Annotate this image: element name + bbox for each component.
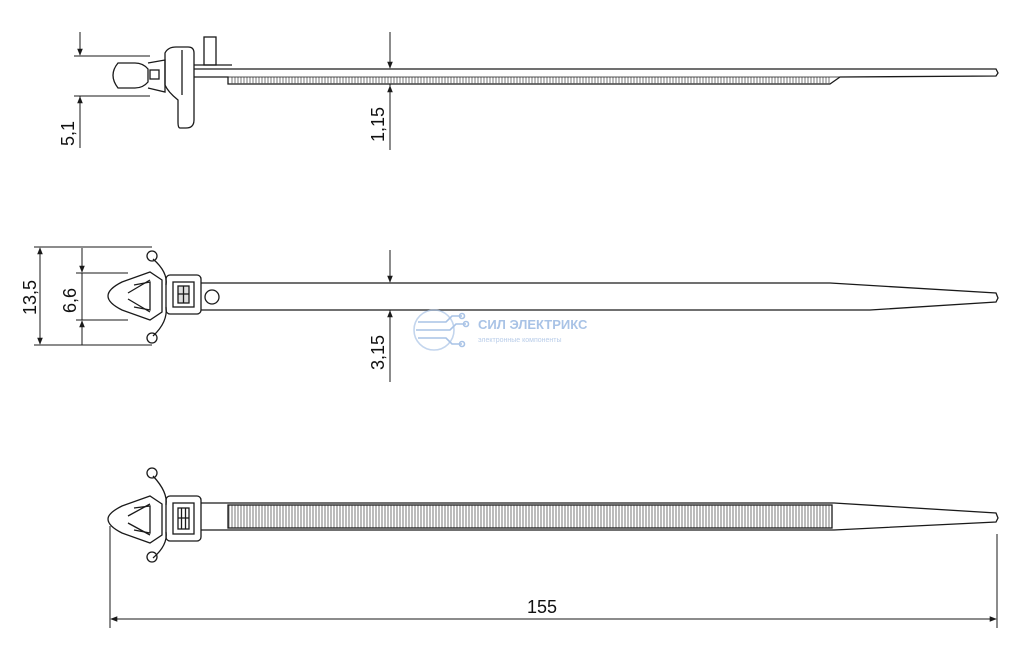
top-strap: [201, 282, 999, 311]
length-dimension: [109, 526, 998, 628]
top-strap-hole: [204, 289, 220, 305]
dim-side-strap-thickness: 1,15: [368, 107, 388, 142]
side-pin-window: [149, 69, 160, 80]
bottom-wing-knob-upper: [146, 467, 158, 479]
dim-top-head-width: 6,6: [60, 288, 80, 313]
watermark: СИЛ ЭЛЕКТРИКС электронные компоненты: [413, 309, 588, 351]
side-view-dimensions: [74, 32, 393, 150]
dim-top-strap-width: 3,15: [368, 335, 388, 370]
bottom-mount-pin: [107, 495, 163, 544]
bottom-strap-serration: [227, 504, 833, 529]
top-mount-pin: [107, 271, 163, 321]
side-strap-serration: [230, 77, 830, 84]
top-wing-lower: [152, 306, 167, 337]
top-view-dimensions: [34, 246, 393, 382]
watermark-brand: СИЛ ЭЛЕКТРИКС: [478, 317, 588, 332]
bottom-wing-knob-lower: [146, 551, 158, 563]
dim-top-overall-width: 13,5: [20, 280, 40, 315]
watermark-tagline: электронные компоненты: [478, 337, 562, 344]
watermark-logo-icon: [413, 309, 470, 351]
dim-side-head-height: 5,1: [58, 121, 78, 146]
top-wing-knob-upper: [146, 250, 158, 262]
side-latch-tab: [203, 36, 217, 66]
side-view: [112, 36, 999, 129]
top-view: [107, 250, 999, 344]
bottom-wing-upper: [152, 475, 167, 506]
bottom-strap: [201, 502, 999, 531]
bottom-view: [107, 467, 999, 563]
bottom-head: [165, 495, 202, 542]
side-head: [164, 46, 195, 129]
dim-overall-length: 155: [527, 597, 557, 617]
side-mount-pin: [112, 62, 149, 89]
top-wing-upper: [152, 258, 167, 286]
top-wing-knob-lower: [146, 332, 158, 344]
top-head: [165, 274, 202, 315]
